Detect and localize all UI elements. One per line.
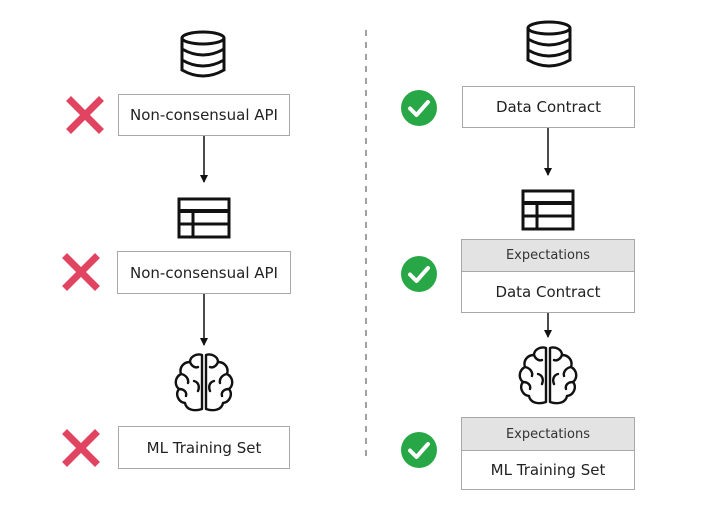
table-icon [521, 189, 575, 231]
data-contract-box: Data Contract [462, 86, 635, 128]
data-contract-with-expectations-box: Data Contract [461, 271, 635, 313]
database-icon [180, 30, 226, 78]
expectations-header: Expectations [461, 239, 635, 272]
database-icon [526, 20, 572, 68]
ml-training-set-with-expectations-box: ML Training Set [461, 450, 635, 490]
non-consensual-api-box-2: Non-consensual API [117, 251, 291, 294]
green-check-icon [401, 432, 437, 468]
table-icon [177, 197, 231, 239]
green-check-icon [401, 256, 437, 292]
red-x-icon [62, 429, 100, 467]
red-x-icon [62, 253, 100, 291]
red-x-icon [66, 96, 104, 134]
non-consensual-api-box: Non-consensual API [118, 94, 290, 136]
expectations-header-2: Expectations [461, 417, 635, 451]
ml-training-set-box: ML Training Set [118, 426, 290, 469]
green-check-icon [401, 90, 437, 126]
brain-icon [518, 346, 578, 405]
brain-icon [174, 353, 234, 412]
